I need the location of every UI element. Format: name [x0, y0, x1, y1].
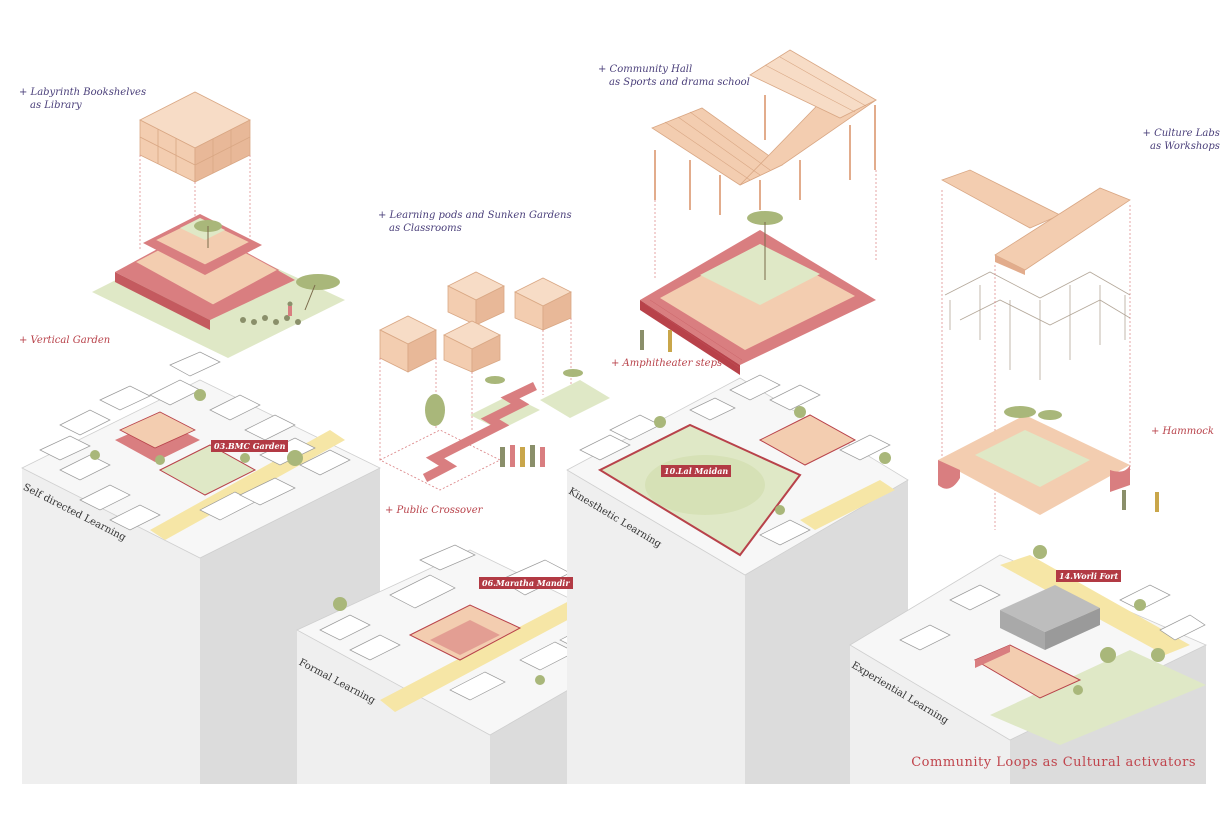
diagram-title: Community Loops as Cultural activators	[911, 755, 1196, 770]
culture-labs-diagram	[938, 169, 1159, 530]
tag-maratha-mandir: 06.Maratha Mandir	[479, 577, 573, 589]
tag-worli-fort: 14.Worli Fort	[1056, 570, 1122, 582]
tag-bmc-garden: 03.BMC Garden	[211, 440, 289, 452]
label-classrooms-line1: + Learning pods and Sunken Gardens	[378, 210, 572, 221]
label-hall-line2: as Sports and drama school	[609, 77, 750, 88]
label-culture-line2: as Workshops	[1150, 141, 1220, 152]
label-classrooms: + Learning pods and Sunken Gardens as Cl…	[378, 209, 572, 235]
block-experiential	[849, 545, 1207, 784]
label-hammock: + Hammock	[1151, 426, 1214, 437]
label-public-crossover: + Public Crossover	[385, 505, 483, 516]
label-library-line1: + Labyrinth Bookshelves	[19, 87, 147, 98]
label-hall-line1: + Community Hall	[598, 64, 693, 75]
label-classrooms-line2: as Classrooms	[389, 223, 462, 234]
label-culture-line1: + Culture Labs	[1142, 128, 1220, 139]
label-library-line2: as Library	[30, 100, 82, 111]
label-library: + Labyrinth Bookshelves as Library	[19, 86, 146, 112]
label-community-hall: + Community Hall as Sports and drama sch…	[598, 63, 750, 89]
block-kinesthetic	[566, 374, 909, 784]
label-culture-labs: + Culture Labs as Workshops	[1139, 127, 1220, 153]
label-amphitheater: + Amphitheater steps	[611, 358, 723, 369]
tag-lal-maidan: 10.Lal Maidan	[661, 465, 732, 477]
label-vertical-garden: + Vertical Garden	[19, 335, 111, 346]
library-diagram	[92, 91, 345, 358]
learning-pods-diagram	[379, 271, 610, 491]
community-hall-diagram	[640, 49, 877, 375]
